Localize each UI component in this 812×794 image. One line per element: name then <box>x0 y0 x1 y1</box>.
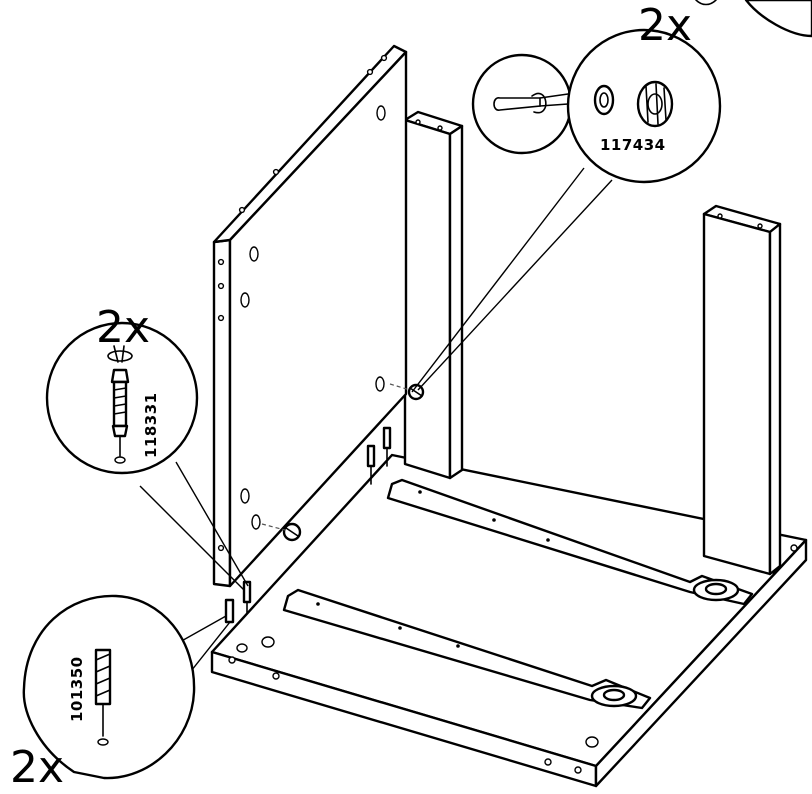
callout-partial-top-right <box>695 0 812 38</box>
screwdriver-detail-bubble <box>471 53 573 155</box>
callout-cam-lock: 2x 117434 <box>411 0 722 393</box>
cam-lock-part-number: 117434 <box>600 136 666 154</box>
wood-dowel-quantity: 2x <box>10 742 64 790</box>
cam-lock-quantity: 2x <box>638 0 692 51</box>
installed-cam-bolt-front <box>242 580 252 615</box>
cam-lock-icon <box>593 80 674 128</box>
callout-cam-bolt: 2x 118331 <box>45 302 249 591</box>
installed-cam-bolt-middle <box>366 426 392 485</box>
wood-dowel-part-number: 101350 <box>68 656 86 722</box>
cam-bolt-part-number: 118331 <box>142 392 160 458</box>
cam-bolt-quantity: 2x <box>96 302 150 353</box>
drawer-rail-front <box>282 588 652 710</box>
callout-wood-dowel: 2x 101350 <box>10 594 231 793</box>
side-panel <box>212 44 408 588</box>
installed-dowel-front <box>224 598 235 624</box>
rear-upright-right <box>702 204 782 576</box>
rear-upright-middle <box>403 110 464 480</box>
installed-cam-lock-lower <box>261 522 302 542</box>
screwdriver-icon <box>493 92 569 114</box>
drawer-rail-back <box>386 478 754 606</box>
wood-dowel-icon <box>94 648 112 746</box>
bottom-panel <box>210 453 808 788</box>
cam-bolt-icon <box>107 345 133 464</box>
